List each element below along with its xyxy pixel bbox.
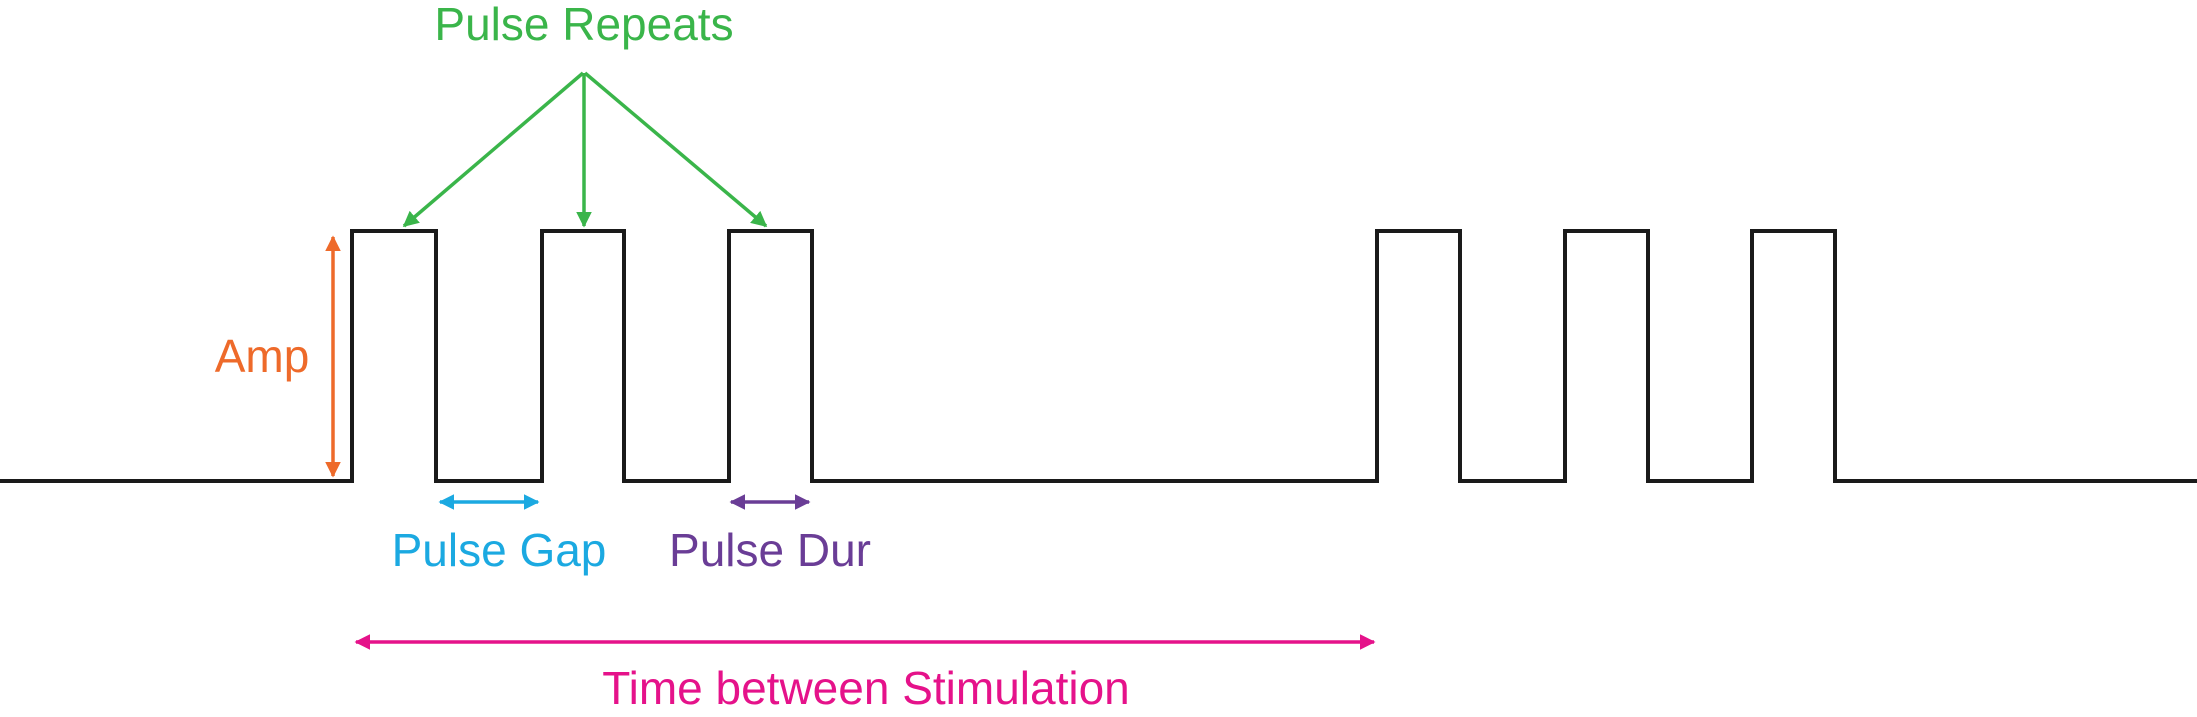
time-between-stimulation-label: Time between Stimulation [602,662,1130,714]
pulse-repeats-label: Pulse Repeats [434,0,733,50]
pulse-repeats-arrow-1 [402,71,585,228]
amp-label: Amp [215,330,310,382]
pulse-dur-label: Pulse Dur [669,524,871,576]
pulse-gap-label: Pulse Gap [392,524,607,576]
pulse-train-waveform [0,229,2197,483]
pulse-repeats-arrow-3 [583,71,768,228]
